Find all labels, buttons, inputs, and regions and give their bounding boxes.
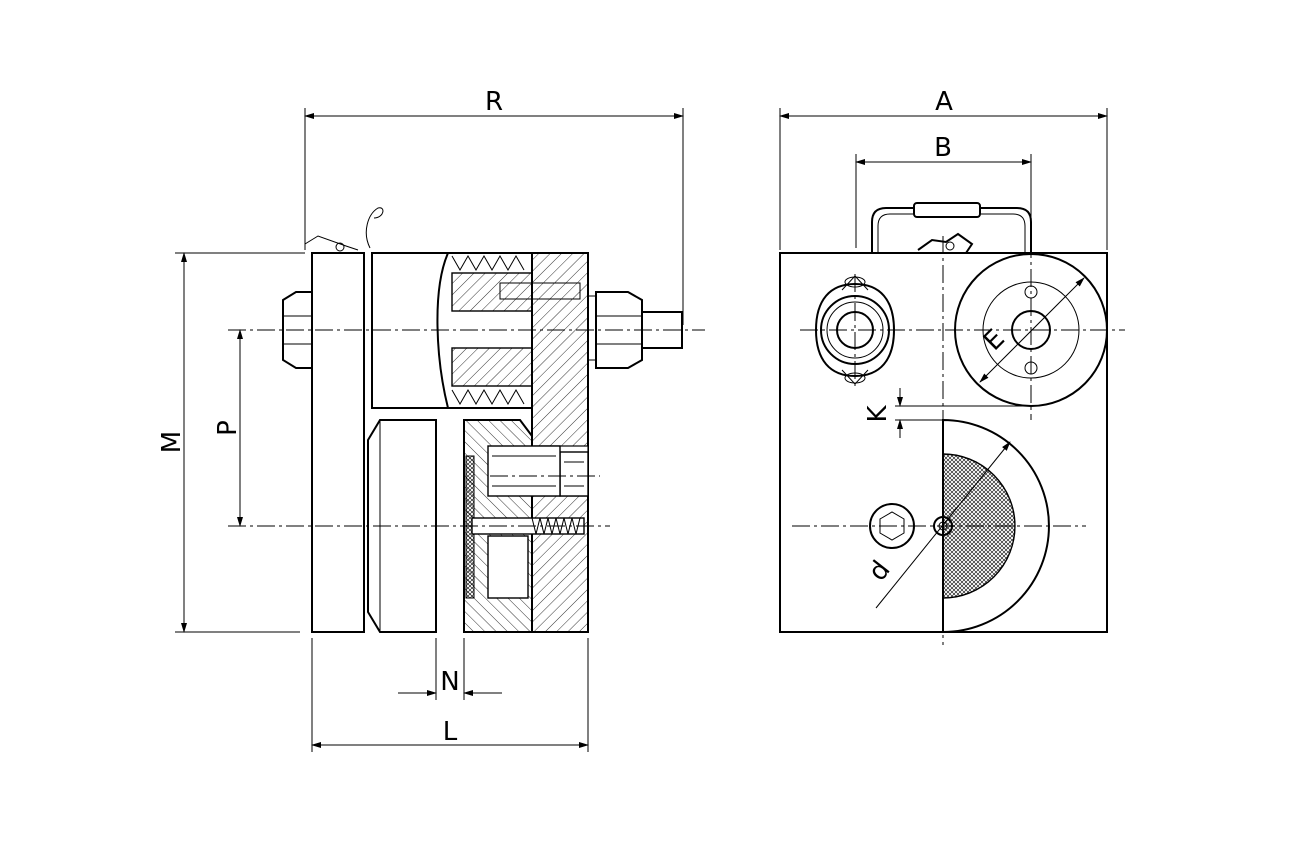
front-view: E d K A B [779, 87, 1125, 645]
dim-label-b: B [934, 133, 952, 163]
dim-label-a: A [935, 87, 953, 117]
dim-label-p: P [213, 420, 243, 436]
side-section-view: R M P N L [157, 87, 705, 752]
dim-label-l: L [443, 717, 458, 747]
dim-label-r: R [485, 87, 503, 117]
dim-label-n: N [440, 667, 459, 697]
dim-label-m: M [157, 431, 187, 453]
dim-label-k: K [863, 405, 893, 423]
